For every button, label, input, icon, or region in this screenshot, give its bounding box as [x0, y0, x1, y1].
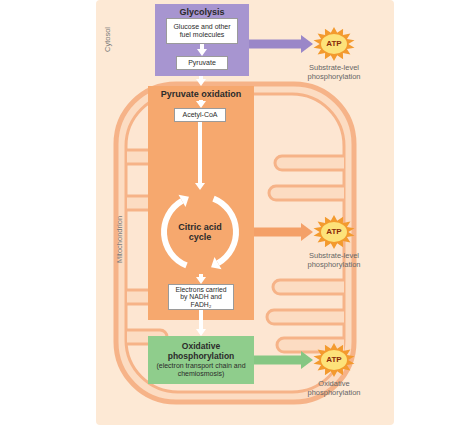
box-note: (electron transport chain and chemiosmos…: [151, 362, 251, 378]
starburst-outline: [314, 215, 355, 249]
flow-arrow: [199, 274, 203, 277]
starburst-outline: [314, 27, 355, 61]
stage-title: Pyruvate oxidation: [148, 89, 254, 99]
flow-arrow: [199, 100, 203, 101]
flow-arrow: [249, 40, 301, 49]
cycle-arrowhead: [179, 195, 189, 207]
flow-arrow: [199, 76, 203, 79]
box-text: Pyruvate: [188, 59, 216, 67]
outer-membrane: [116, 84, 354, 402]
cycle-circle: Citric acid cycle: [158, 190, 242, 274]
atp-starburst: ATPSubstrate-level phosphorylation: [313, 215, 355, 249]
process-box: GlycolysisGlucose and other fuel molecul…: [155, 4, 249, 76]
atp-label: ATP: [313, 343, 355, 377]
cycle-arrowhead: [211, 257, 221, 269]
atp-label: ATP: [313, 215, 355, 249]
crista: [267, 310, 344, 324]
flow-arrow: [199, 310, 203, 329]
atp-starburst: ATPSubstrate-level phosphorylation: [313, 27, 355, 61]
process-caption: Oxidative phosphorylation: [294, 380, 374, 397]
process-box: Pyruvate oxidationAcetyl-CoA Citric acid …: [148, 86, 254, 320]
crista: [273, 280, 344, 294]
box-text: Acetyl-CoA: [182, 111, 217, 119]
flow-arrow: [198, 122, 202, 183]
crista: [269, 186, 344, 200]
background-panel: [96, 0, 394, 425]
region-label: Mitochondrion: [115, 200, 124, 280]
flow-arrow: [254, 356, 301, 365]
atp-starburst: ATPOxidative phosphorylation: [313, 343, 355, 377]
box-text: Electrons carried by NADH and FADH₂: [172, 286, 230, 309]
atp-label: ATP: [313, 27, 355, 61]
flow-arrow: [254, 228, 301, 237]
process-box: Oxidative phosphorylation(electron trans…: [148, 336, 254, 384]
cycle-arc: [164, 201, 187, 266]
starburst-outline: [314, 343, 355, 377]
flow-arrow: [200, 44, 204, 49]
box-text: Glucose and other fuel molecules: [170, 23, 234, 39]
molecule-box: Pyruvate: [176, 56, 228, 70]
molecule-box: Glucose and other fuel molecules: [166, 18, 238, 44]
process-caption: Substrate-level phosphorylation: [294, 252, 374, 269]
cycle-title: Citric acid cycle: [175, 190, 225, 274]
molecule-box: Electrons carried by NADH and FADH₂: [168, 284, 234, 310]
stage-title: Glycolysis: [155, 7, 249, 17]
process-caption: Substrate-level phosphorylation: [294, 64, 374, 81]
region-label: Cytosol: [103, 0, 112, 80]
crista: [275, 156, 344, 170]
box-text: Oxidative phosphorylation: [151, 342, 251, 361]
molecule-box: Acetyl-CoA: [174, 108, 226, 122]
